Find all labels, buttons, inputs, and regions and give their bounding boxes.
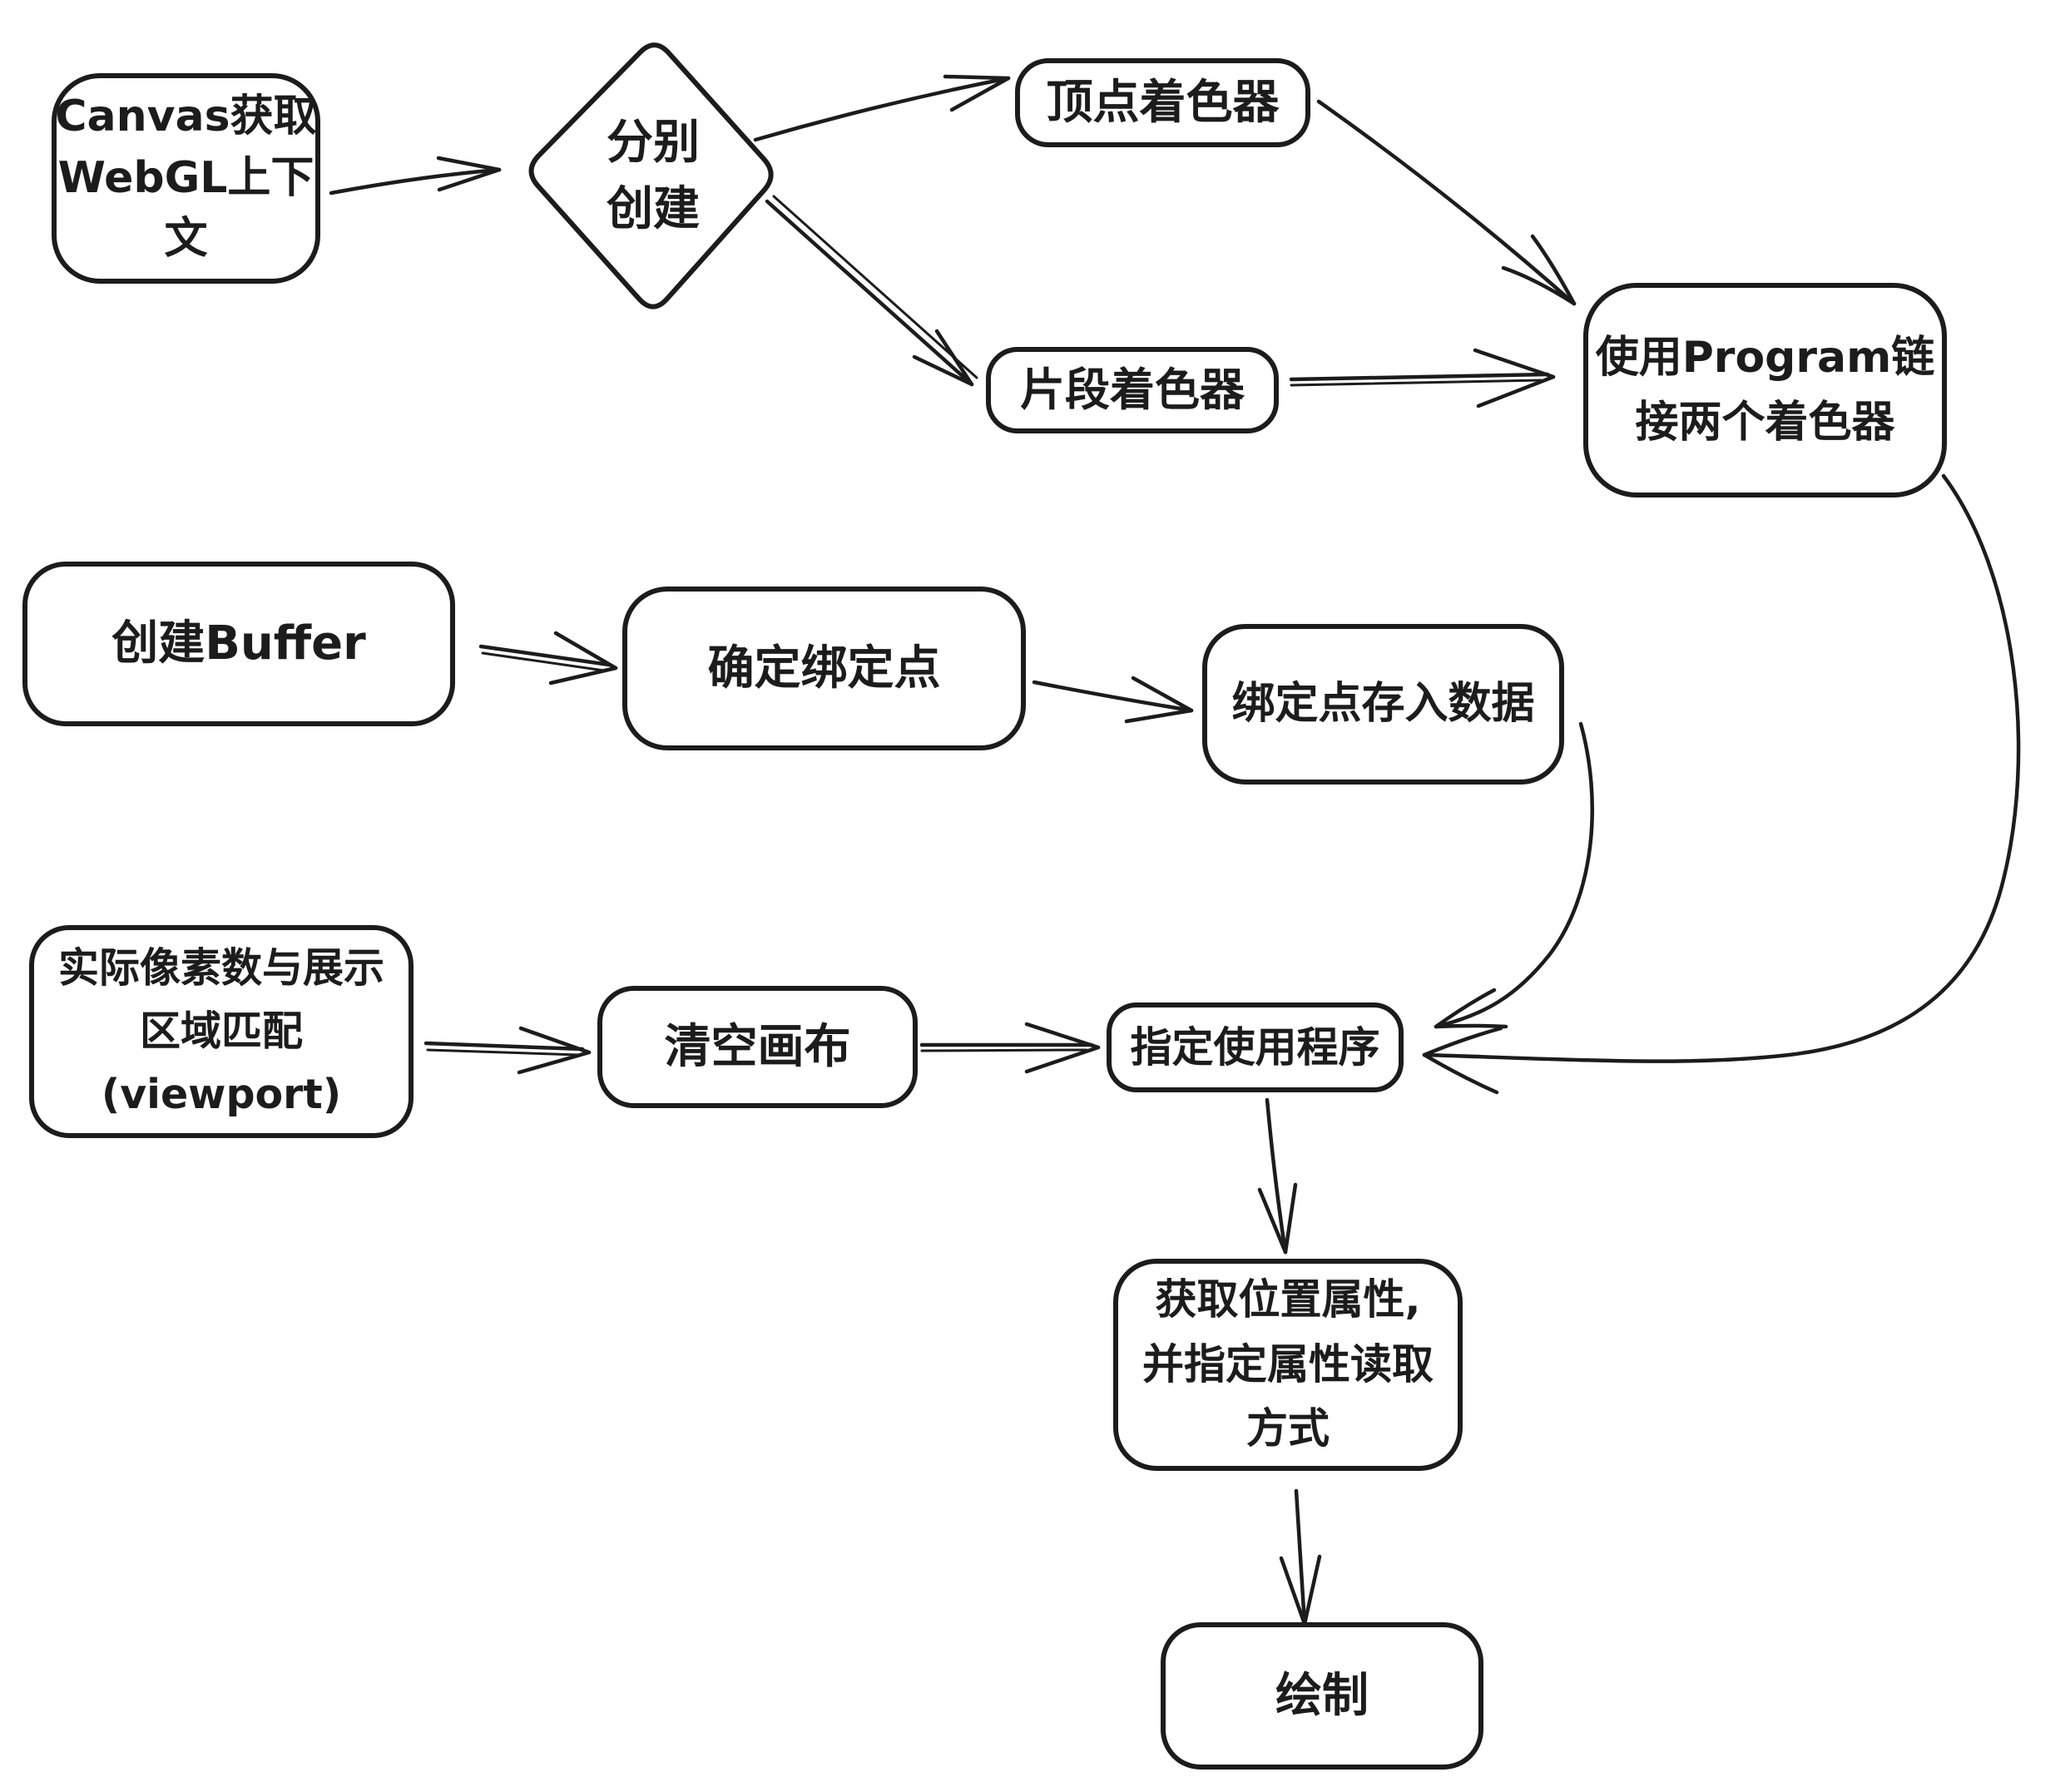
node-label-line: 方式 (1246, 1404, 1330, 1453)
arrow-bindpoint-to-data (1032, 676, 1194, 724)
node-label-line: 创建 (607, 182, 700, 236)
curve-program-to-useprogram (1422, 473, 2021, 1095)
arrow-clear-to-useprogram (919, 1022, 1101, 1074)
arrow-attribute-to-draw (1279, 1488, 1322, 1626)
node-create-buffer: 创建Buffer (22, 562, 455, 726)
node-label-line: 区域匹配 (139, 1007, 303, 1056)
node-label-line: 接两个着色器 (1635, 398, 1895, 448)
node-label-line: 并指定属性读取 (1142, 1339, 1434, 1389)
node-label-line: Canvas获取 (55, 91, 317, 141)
node-label-line: 实际像素数与展示 (57, 944, 384, 993)
decision-diamond-shape (528, 42, 774, 309)
arrow-decision-to-vertex (753, 74, 1011, 142)
arrow-fragment-to-program (1289, 348, 1556, 408)
node-label-line: 绑定点存入数据 (1231, 678, 1535, 729)
node-get-attribute: 获取位置属性, 并指定属性读取 方式 (1113, 1259, 1463, 1471)
curve-data-to-useprogram (1434, 721, 1594, 1029)
node-canvas-context: Canvas获取 WebGL上下 文 (52, 73, 320, 284)
node-label-line: 确定绑定点 (707, 641, 941, 696)
node-label-line: 创建Buffer (111, 616, 366, 671)
node-decision-create-separately: 分别 创建 (545, 98, 761, 255)
node-clear-canvas: 清空画布 (597, 986, 918, 1108)
node-label-line: WebGL上下 (57, 152, 314, 203)
node-label-line: 顶点着色器 (1046, 75, 1280, 130)
node-label-line: 获取位置属性, (1155, 1275, 1421, 1324)
node-fragment-shader: 片段着色器 (986, 347, 1279, 433)
node-label-line: 分别 (607, 116, 700, 171)
node-use-program: 指定使用程序 (1107, 1002, 1404, 1092)
node-label-line: 使用Program链 (1595, 333, 1935, 383)
arrow-useprogram-to-attribute (1257, 1097, 1298, 1255)
node-link-program: 使用Program链 接两个着色器 (1583, 283, 1947, 498)
node-draw: 绘制 (1161, 1622, 1483, 1770)
arrow-viewport-to-clear (423, 1026, 592, 1075)
node-label-line: 清空画布 (664, 1019, 851, 1074)
node-label-line: 文 (164, 214, 208, 265)
node-label-line: (viewport) (101, 1070, 342, 1118)
arrow-canvas-to-decision (329, 156, 502, 196)
node-vertex-shader: 顶点着色器 (1015, 58, 1310, 147)
node-buffer-data: 绑定点存入数据 (1202, 624, 1564, 785)
node-label-line: 指定使用程序 (1130, 1022, 1380, 1072)
arrow-vertex-to-program (1316, 99, 1577, 306)
node-bind-point: 确定绑定点 (622, 587, 1026, 750)
arrow-decision-to-fragment (765, 195, 978, 387)
node-label-line: 绘制 (1275, 1668, 1369, 1723)
node-viewport-match: 实际像素数与展示 区域匹配 (viewport) (29, 925, 414, 1138)
node-label-line: 片段着色器 (1020, 363, 1245, 416)
arrow-buffer-to-bindpoint (478, 631, 618, 686)
